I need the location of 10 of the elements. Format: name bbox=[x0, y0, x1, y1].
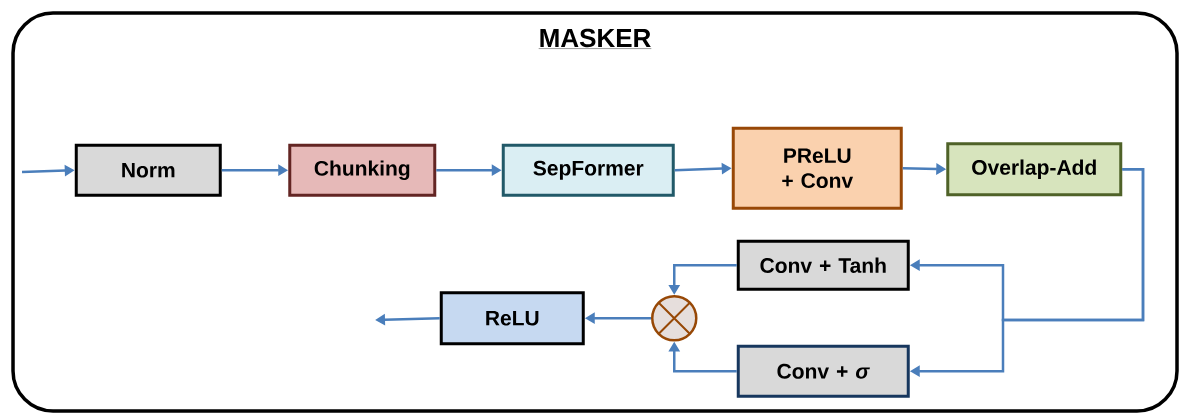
process-box: PReLU + Conv bbox=[731, 126, 903, 210]
process-box: Overlap-Add bbox=[946, 142, 1123, 197]
process-box: Norm bbox=[74, 143, 222, 197]
process-box: Chunking bbox=[288, 143, 437, 197]
multiply-circle bbox=[651, 295, 698, 342]
process-box: ReLU bbox=[439, 291, 585, 346]
process-box: Conv + σ bbox=[736, 344, 910, 398]
process-box: Conv + Tanh bbox=[736, 239, 910, 291]
process-box: SepFormer bbox=[501, 143, 675, 197]
frame-title: MASKER bbox=[538, 28, 652, 49]
